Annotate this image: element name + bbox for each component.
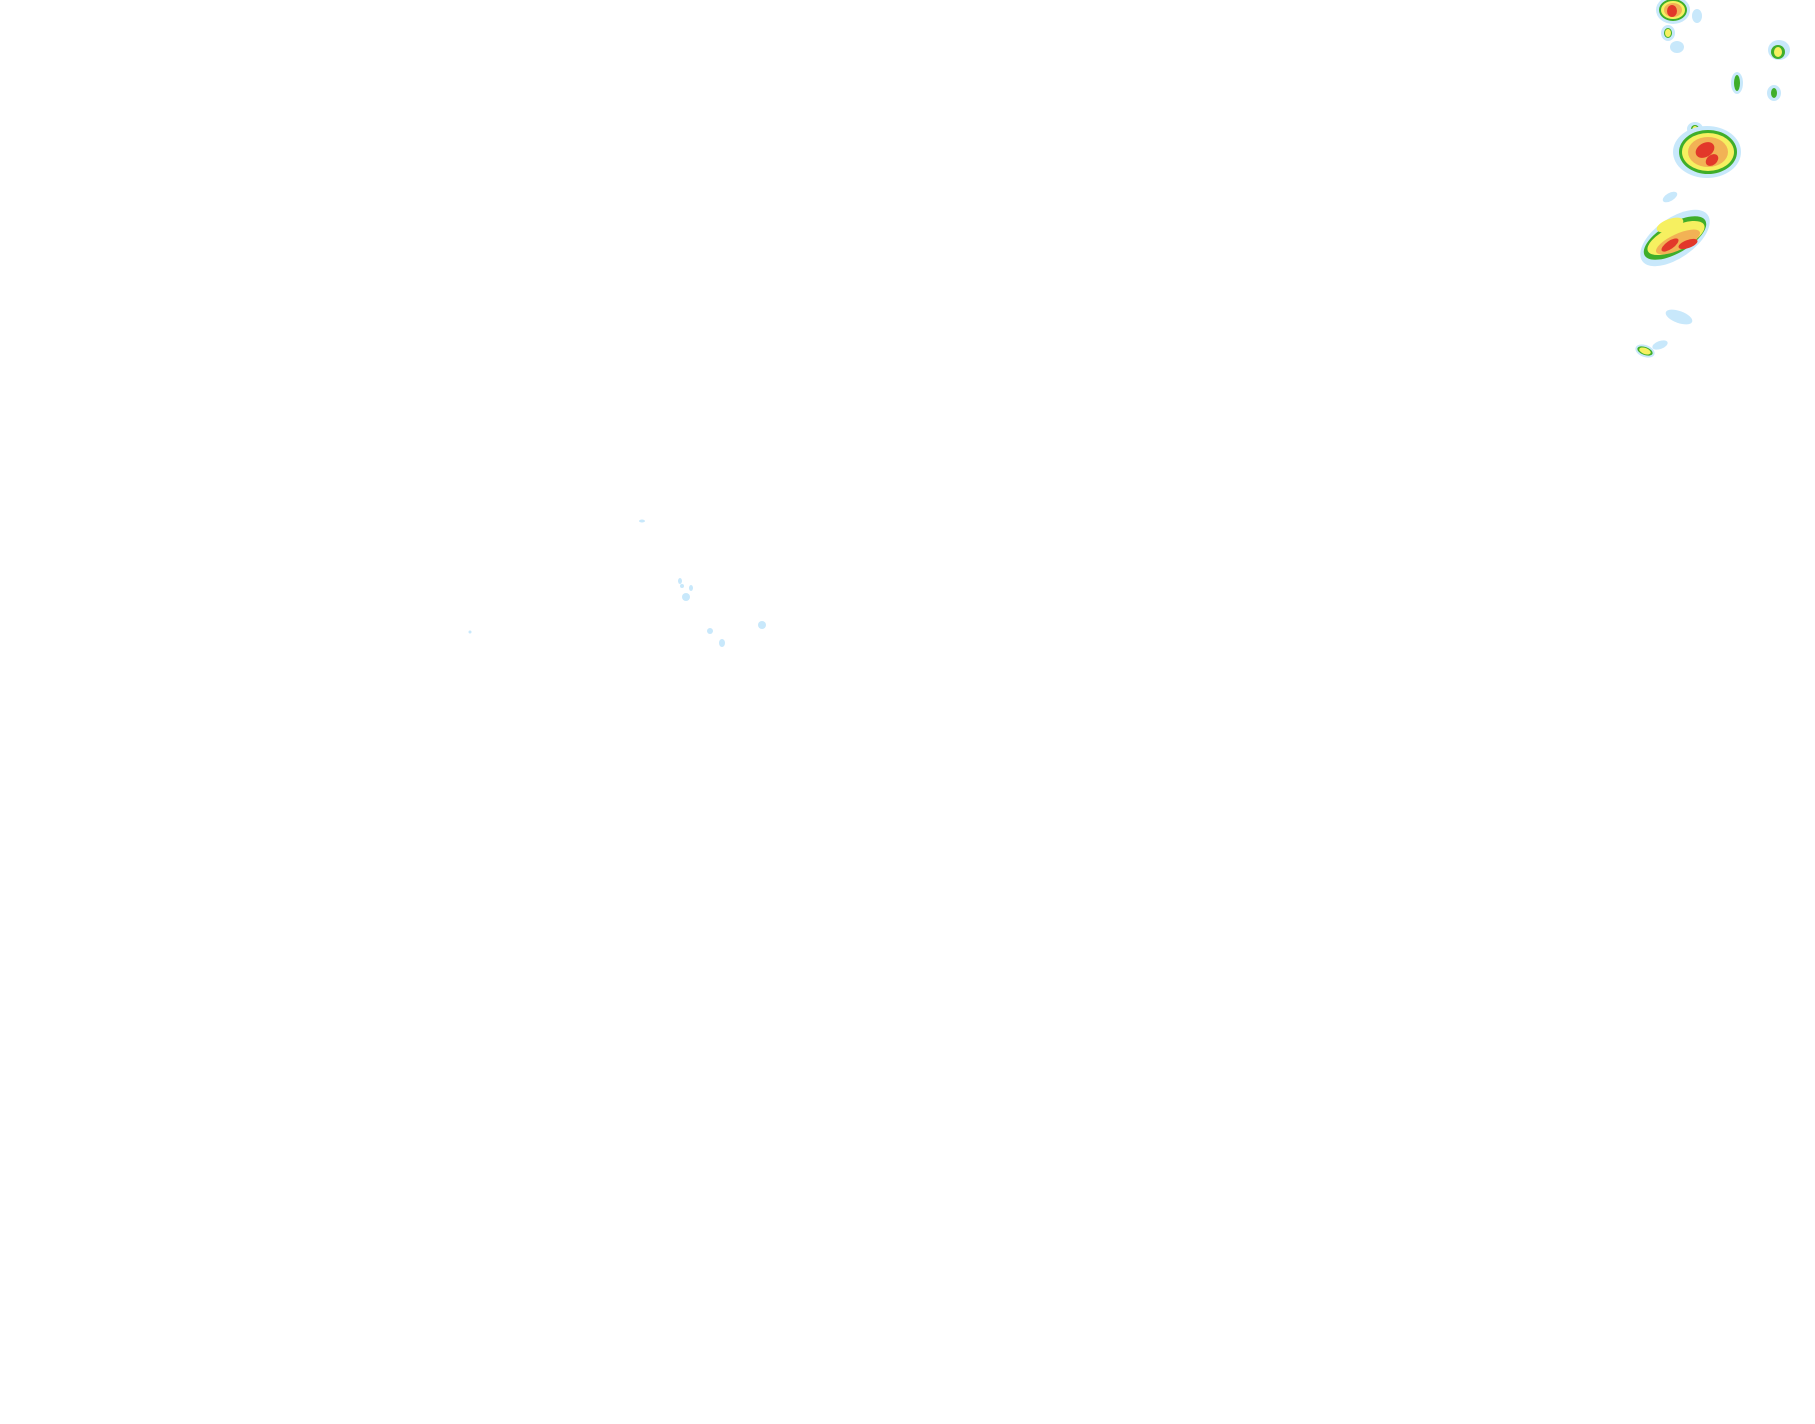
- storm-cell: [1767, 85, 1781, 101]
- storm-cell: [1731, 72, 1743, 94]
- storm-cell: [1656, 0, 1690, 24]
- echo: [682, 593, 690, 601]
- light-echo: [1670, 41, 1684, 53]
- storm-cell: [1768, 40, 1790, 60]
- echo: [639, 519, 645, 523]
- storm-cell: [1661, 25, 1675, 41]
- light-precip-cluster-center: [468, 519, 766, 647]
- light-echo: [1662, 191, 1678, 203]
- echo: [719, 639, 725, 647]
- echo: [680, 584, 684, 588]
- storm-cell: [1673, 126, 1741, 178]
- echo: [678, 578, 682, 584]
- storm-cell: [1640, 209, 1710, 267]
- storm-cell: [1635, 344, 1655, 358]
- echo: [468, 630, 472, 634]
- echo: [689, 585, 693, 591]
- echo: [758, 621, 766, 629]
- light-echo: [1665, 309, 1693, 325]
- echo: [707, 628, 713, 634]
- light-echo: [1692, 9, 1702, 23]
- light-echo: [1652, 340, 1668, 350]
